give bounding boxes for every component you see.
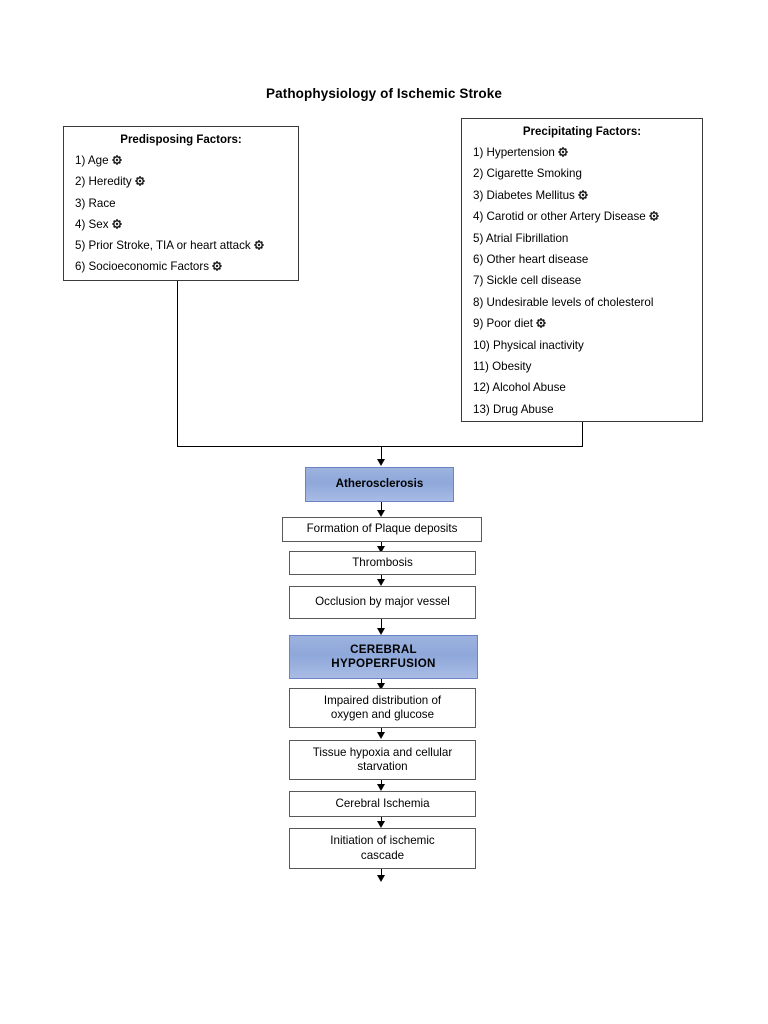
predisposing-factors-list: 1) Age 2) Heredity 3) Race 4) Sex 5) Prior S…: [64, 150, 298, 278]
flow-box-ischemic-cascade-line1: Initiation of ischemic: [330, 834, 435, 847]
precipitating-factor-item-label: 12) Alcohol Abuse: [473, 381, 566, 395]
arrowhead-to-hypoperfusion: [377, 628, 385, 635]
flow-box-plaque-label: Formation of Plaque deposits: [306, 522, 458, 536]
connector-join-stem: [381, 446, 382, 462]
predisposing-factor-item-label: 6) Socioeconomic Factors: [75, 260, 210, 274]
flow-box-tissue-hypoxia-line2: starvation: [357, 760, 408, 773]
flow-box-ischemic-cascade-line2: cascade: [360, 848, 405, 862]
flow-box-cerebral-hypoperfusion: CEREBRAL HYPOPERFUSION: [289, 635, 478, 679]
predisposing-factors-box: Predisposing Factors: 1) Age 2) Heredity 3…: [63, 126, 299, 281]
arrowhead-to-cascade: [377, 821, 385, 828]
precipitating-factor-item-label: 13) Drug Abuse: [473, 402, 554, 416]
precipitating-factor-item: 11) Obesity: [462, 356, 702, 377]
arrowhead-to-plaque: [377, 510, 385, 517]
connector-cascade-terminal: [381, 869, 382, 877]
flow-box-impaired-distribution-line2: oxygen and glucose: [330, 708, 435, 721]
predisposing-factors-heading: Predisposing Factors:: [120, 134, 242, 146]
arrowhead-to-impaired: [377, 683, 385, 690]
predisposing-factor-item-label: 3) Race: [75, 196, 116, 210]
flow-box-cerebral-ischemia-label: Cerebral Ischemia: [335, 796, 430, 810]
flow-box-cerebral-hypoperfusion-line2: HYPOPERFUSION: [331, 657, 436, 670]
predisposing-factor-item: 4) Sex: [64, 214, 298, 235]
flow-box-tissue-hypoxia: Tissue hypoxia and cellular starvation: [289, 740, 476, 780]
flow-box-plaque: Formation of Plaque deposits: [282, 517, 482, 542]
predisposing-factor-item-label: 5) Prior Stroke, TIA or heart attack: [75, 239, 251, 253]
flow-box-impaired-distribution: Impaired distribution of oxygen and gluc…: [289, 688, 476, 728]
predisposing-factor-item-label: 2) Heredity: [75, 175, 132, 189]
connector-join-bar: [177, 446, 583, 447]
connector-atherosclerosis-to-plaque: [381, 502, 382, 512]
precipitating-factor-item: 4) Carotid or other Artery Disease: [462, 206, 702, 227]
flow-box-occlusion: Occlusion by major vessel: [289, 586, 476, 619]
precipitating-factors-heading: Precipitating Factors:: [522, 126, 642, 138]
gear-icon: [135, 176, 145, 186]
predisposing-factor-item: 3) Race: [64, 193, 298, 214]
arrowhead-to-hypoxia: [377, 732, 385, 739]
flow-box-thrombosis: Thrombosis: [289, 551, 476, 575]
precipitating-factor-item-label: 10) Physical inactivity: [473, 338, 584, 352]
flow-box-atherosclerosis-label: Atherosclerosis: [335, 477, 424, 491]
connector-precipitating-drop: [582, 422, 583, 447]
arrowhead-to-ischemia: [377, 784, 385, 791]
arrowhead-to-thrombosis: [377, 546, 385, 553]
precipitating-factor-item: 10) Physical inactivity: [462, 335, 702, 356]
precipitating-factor-item: 1) Hypertension: [462, 142, 702, 163]
gear-icon: [254, 240, 264, 250]
flow-box-atherosclerosis: Atherosclerosis: [305, 467, 454, 502]
connector-hypoperfusion-to-impaired: [381, 679, 382, 685]
arrowhead-to-occlusion: [377, 579, 385, 586]
flow-box-cerebral-hypoperfusion-line1: CEREBRAL: [350, 642, 417, 656]
precipitating-factor-item-label: 2) Cigarette Smoking: [473, 167, 582, 181]
flow-box-ischemic-cascade: Initiation of ischemic cascade: [289, 828, 476, 869]
connector-impaired-to-hypoxia: [381, 728, 382, 734]
flow-box-cerebral-ischemia: Cerebral Ischemia: [289, 791, 476, 817]
gear-icon: [536, 318, 546, 328]
precipitating-factor-item: 9) Poor diet: [462, 313, 702, 334]
page-title: Pathophysiology of Ischemic Stroke: [266, 86, 502, 101]
precipitating-factor-item: 6) Other heart disease: [462, 249, 702, 270]
flow-box-impaired-distribution-line1: Impaired distribution of: [323, 693, 442, 707]
flow-box-thrombosis-label: Thrombosis: [352, 555, 413, 569]
gear-icon: [578, 190, 588, 200]
precipitating-factor-item: 8) Undesirable levels of cholesterol: [462, 292, 702, 313]
gear-icon: [649, 211, 659, 221]
precipitating-factor-item-label: 7) Sickle cell disease: [473, 274, 582, 288]
arrowhead-to-atherosclerosis: [377, 459, 385, 466]
precipitating-factor-item-label: 9) Poor diet: [473, 317, 533, 331]
connector-hypoxia-to-ischemia: [381, 780, 382, 786]
connector-predisposing-drop: [177, 281, 178, 447]
predisposing-factor-item: 1) Age: [64, 150, 298, 171]
predisposing-factor-item-label: 1) Age: [75, 154, 109, 167]
connector-occlusion-to-hypoperfusion: [381, 619, 382, 630]
flow-box-tissue-hypoxia-line1: Tissue hypoxia and cellular: [312, 745, 453, 759]
precipitating-factor-item: 7) Sickle cell disease: [462, 270, 702, 291]
predisposing-factor-item-label: 4) Sex: [75, 217, 109, 231]
connector-plaque-to-thrombosis: [381, 542, 382, 548]
precipitating-factor-item-label: 8) Undesirable levels of cholesterol: [473, 295, 654, 309]
precipitating-factor-item-label: 6) Other heart disease: [473, 253, 589, 267]
connector-thrombosis-to-occlusion: [381, 575, 382, 581]
precipitating-factor-item: 2) Cigarette Smoking: [462, 163, 702, 184]
predisposing-factor-item: 2) Heredity: [64, 171, 298, 192]
precipitating-factor-item-label: 4) Carotid or other Artery Disease: [473, 210, 646, 224]
precipitating-factor-item: 13) Drug Abuse: [462, 399, 702, 420]
precipitating-factor-item-label: 11) Obesity: [473, 360, 532, 374]
precipitating-factor-item-label: 3) Diabetes Mellitus: [473, 188, 575, 202]
predisposing-factor-item: 6) Socioeconomic Factors: [64, 256, 298, 277]
predisposing-factor-item: 5) Prior Stroke, TIA or heart attack: [64, 235, 298, 256]
precipitating-factor-item: 3) Diabetes Mellitus: [462, 185, 702, 206]
precipitating-factors-box: Precipitating Factors: 1) Hypertension 2)…: [461, 118, 703, 422]
gear-icon: [111, 219, 122, 229]
arrowhead-terminal: [377, 875, 385, 882]
flow-box-occlusion-label: Occlusion by major vessel: [315, 595, 450, 609]
precipitating-factor-item: 5) Atrial Fibrillation: [462, 228, 702, 249]
precipitating-factors-list: 1) Hypertension 2) Cigarette Smoking 3) Di…: [462, 142, 702, 420]
precipitating-factor-item-label: 5) Atrial Fibrillation: [473, 231, 569, 245]
precipitating-factor-item: 12) Alcohol Abuse: [462, 377, 702, 398]
connector-ischemia-to-cascade: [381, 817, 382, 823]
gear-icon: [212, 261, 222, 272]
gear-icon: [558, 147, 568, 157]
gear-icon: [111, 155, 122, 165]
precipitating-factor-item-label: 1) Hypertension: [473, 146, 555, 159]
